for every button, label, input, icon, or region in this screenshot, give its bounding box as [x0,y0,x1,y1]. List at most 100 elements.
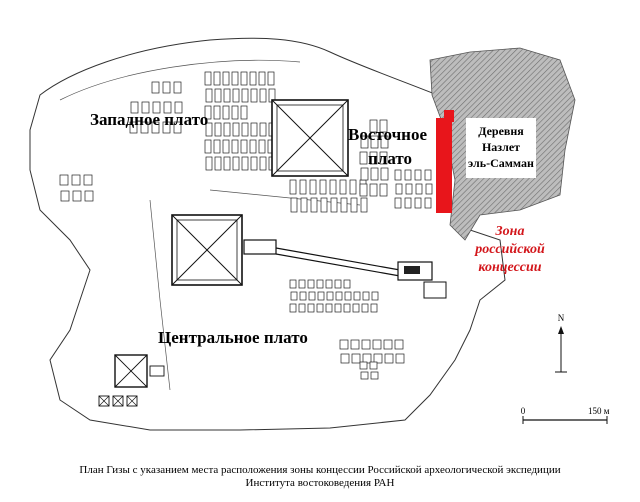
tomb [334,303,342,313]
tomb [259,122,267,137]
concession-zone-strip [444,110,454,122]
tomb [373,353,383,364]
tomb [232,122,240,137]
tomb [414,169,422,181]
tomb [232,88,240,103]
khufu-pyramid [271,99,349,177]
tomb [162,81,171,94]
tomb [329,179,337,195]
tomb [380,167,389,181]
tomb [214,122,222,137]
tomb [307,279,315,289]
giza-plan-map: Западное плато Восточное плато Центральн… [29,37,610,431]
tomb [343,303,351,313]
tomb [240,139,248,154]
tomb [360,197,368,213]
tomb [350,197,358,213]
tomb [213,139,221,154]
tomb [205,122,213,137]
caption-line-1: План Гизы с указанием места расположения… [79,464,561,476]
label-zone-1: Зона [495,224,525,239]
tomb [141,101,150,114]
tomb [325,279,333,289]
tomb [360,167,369,181]
tomb [316,303,324,313]
tomb [369,183,378,197]
tomb [350,339,360,350]
tomb [289,179,297,195]
plateau-outline [29,37,506,431]
tomb [360,135,369,149]
tomb [241,122,249,137]
tomb [290,197,298,213]
tomb [395,183,403,195]
tomb [214,88,222,103]
causeway-2 [275,253,401,277]
tomb [241,88,249,103]
tomb [319,179,327,195]
tomb [359,361,368,370]
east-mastaba-field [289,119,433,213]
tomb [380,135,389,149]
tomb [214,156,222,171]
tomb [152,101,161,114]
tomb [379,151,388,165]
tomb [340,197,348,213]
tomb [298,303,306,313]
label-village-3: эль-Самман [468,156,534,170]
tomb [404,197,412,209]
tomb [250,122,258,137]
tomb [320,197,328,213]
tomb [222,139,230,154]
tomb [379,183,388,197]
tomb [316,279,324,289]
tomb [240,105,248,120]
tomb [140,121,149,134]
tomb [425,183,433,195]
tomb [362,353,372,364]
tomb [250,88,258,103]
caption-line-2: Института востоковедения РАН [245,477,395,489]
tomb [129,121,138,134]
tomb [222,71,230,86]
tomb [339,179,347,195]
tomb [404,169,412,181]
tomb [59,174,69,186]
tomb [334,279,342,289]
tomb [130,101,139,114]
tomb [384,353,394,364]
tomb [379,119,388,133]
tomb [162,121,171,134]
tomb [241,156,249,171]
tomb [371,291,379,301]
tomb [307,303,315,313]
tomb [394,197,402,209]
tomb [232,156,240,171]
tomb [205,88,213,103]
tomb [231,105,239,120]
tomb [369,361,378,370]
tomb [360,371,369,380]
label-zone-2: российской [474,242,545,257]
tomb [369,119,378,133]
tomb [71,174,81,186]
tomb [60,190,70,202]
label-central-plateau: Центральное плато [158,328,308,347]
tomb [250,156,258,171]
tomb [352,303,360,313]
label-village-1: Деревня [478,124,524,138]
tomb [370,371,379,380]
tomb [424,197,432,209]
tomb [205,156,213,171]
scale-end: 150 м [588,406,610,416]
tomb [424,169,432,181]
tomb [151,121,160,134]
tomb [370,135,379,149]
tomb [394,339,404,350]
tomb [298,279,306,289]
tomb [405,183,413,195]
tomb [300,197,308,213]
tomb [353,291,361,301]
menkaure-pyramid [114,354,165,388]
tomb [267,71,275,86]
